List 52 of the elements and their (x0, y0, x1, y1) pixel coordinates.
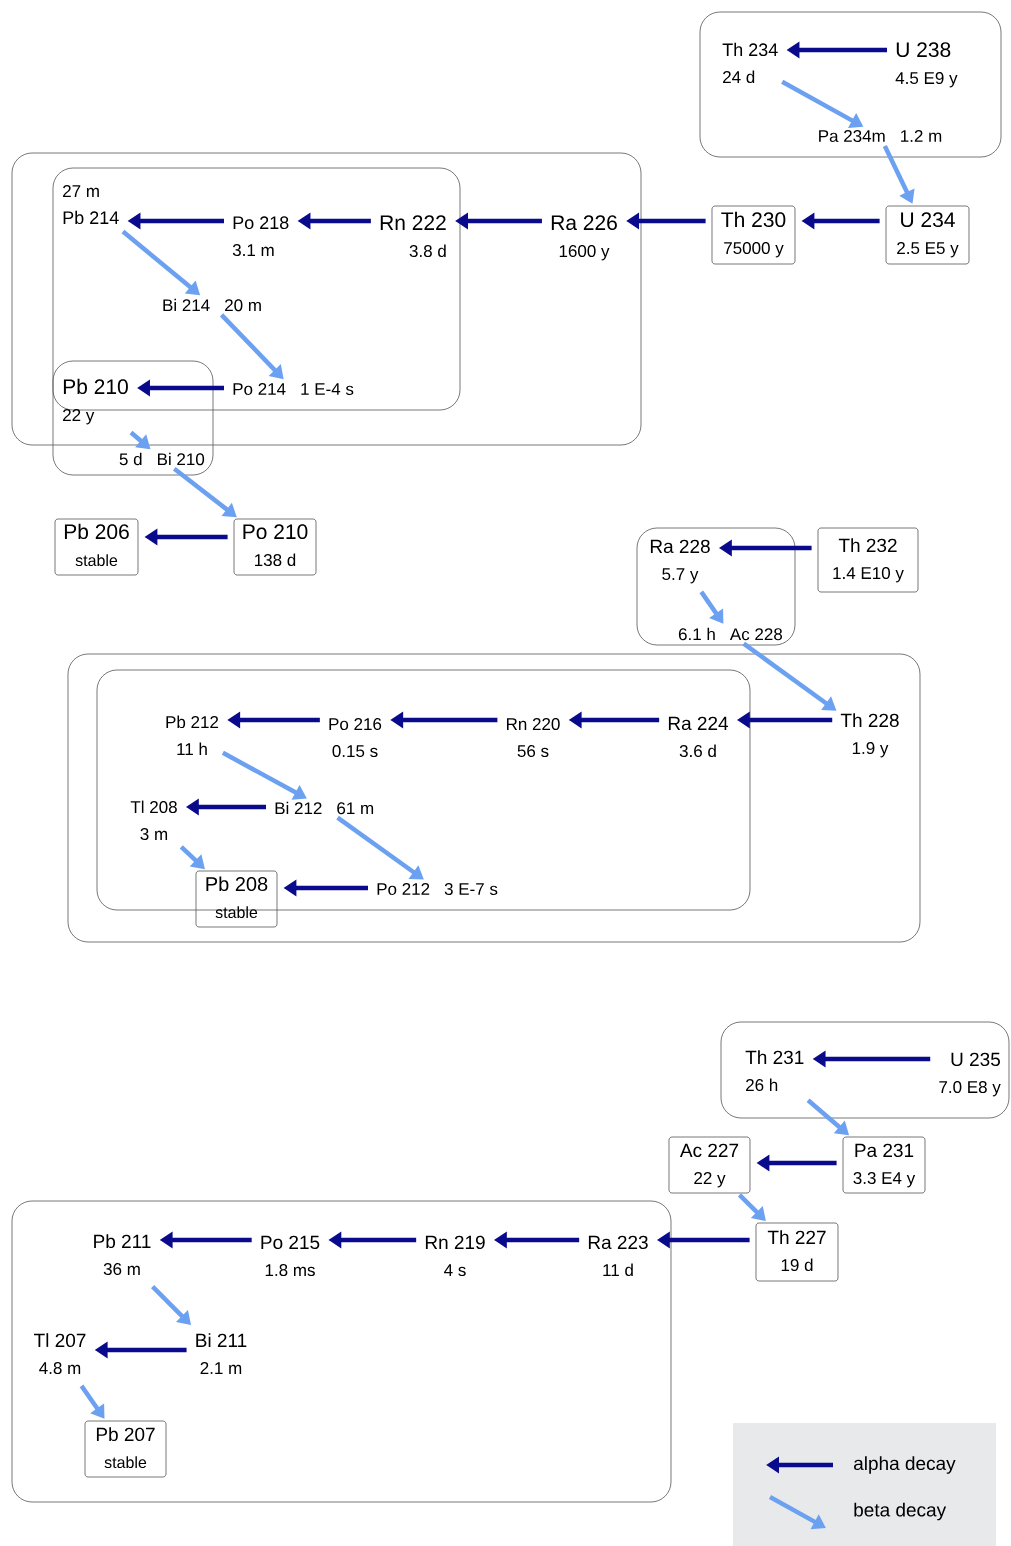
beta-arrow (79, 1384, 105, 1419)
nuclide-label: Po 218 3.1 m (232, 216, 289, 257)
group-frame (11, 1200, 672, 1503)
nuclide-box: Ac 227 22 y (668, 1136, 751, 1194)
nuclide-box: Th 227 19 d (755, 1222, 839, 1282)
nuclide-label: Bi 211 2.1 m (196, 1333, 247, 1374)
nuclide-label: 5 d Bi 210 (119, 452, 205, 466)
nuclide-box: Th 230 75000 y (711, 205, 796, 265)
nuclide-label: 6.1 h Ac 228 (678, 627, 783, 641)
nuclide-label: Po 214 1 E-4 s (233, 383, 354, 396)
beta-arrow (172, 466, 237, 518)
nuclide-label: Pb 212 11 h (166, 715, 219, 755)
nuclide-label: Ra 223 11 d (588, 1235, 648, 1277)
beta-arrow (336, 815, 424, 880)
group-frame (720, 1021, 1010, 1119)
nuclide-label: Th 234 24 d (722, 42, 778, 84)
nuclide-label: Rn 220 56 s (507, 718, 560, 758)
nuclide-label: Tl 207 4.8 m (34, 1333, 86, 1375)
group-frame (11, 152, 642, 446)
group-frame (52, 360, 214, 476)
nuclide-label: Bi 212 61 m (275, 801, 374, 815)
nuclide-box: U 234 2.5 E5 y (885, 205, 970, 265)
group-frame (699, 11, 1002, 158)
nuclide-box: Th 232 1.4 E10 y (817, 527, 919, 593)
nuclide-label: Po 216 0.15 s (329, 718, 382, 758)
legend-label: beta decay (854, 1502, 947, 1521)
group-frame (636, 527, 796, 646)
nuclide-label: Pb 210 22 y (63, 378, 128, 425)
nuclide-label: Pa 234m 1.2 m (819, 130, 942, 143)
nuclide-label: 27 m Pb 214 (63, 185, 119, 225)
nuclide-label: Th 231 26 h (745, 1050, 804, 1092)
legend-label: alpha decay (854, 1456, 956, 1474)
nuclide-label: Po 212 3 E-7 s (377, 883, 498, 896)
nuclide-label: Rn 222 3.8 d (380, 215, 446, 258)
nuclide-label: U 235 7.0 E8 y (939, 1052, 1001, 1097)
nuclide-box: Po 210 138 d (233, 518, 317, 576)
nuclide-label: Th 228 1.9 y (840, 713, 899, 758)
nuclide-label: Ra 224 3.6 d (668, 716, 729, 758)
nuclide-box: Pa 231 3.3 E4 y (842, 1136, 926, 1194)
group-frame (67, 653, 921, 943)
group-frame (52, 167, 461, 411)
nuclide-label: Ra 226 1600 y (551, 215, 617, 261)
nuclide-label: Tl 208 3 m (130, 800, 177, 841)
nuclide-label: U 238 4.5 E9 y (895, 42, 958, 88)
nuclide-label: Bi 214 20 m (163, 298, 261, 312)
nuclide-box: Pb 208 stable (195, 870, 278, 928)
nuclide-box: Pb 206 stable (54, 518, 139, 576)
nuclide-box: Pb 207 stable (84, 1420, 167, 1478)
nuclide-label: Rn 219 4 s (425, 1235, 485, 1277)
nuclide-label: Pb 211 36 m (94, 1234, 151, 1276)
nuclide-label: Po 215 1.8 ms (261, 1235, 320, 1277)
nuclide-label: Ra 228 5.7 y (650, 539, 710, 584)
